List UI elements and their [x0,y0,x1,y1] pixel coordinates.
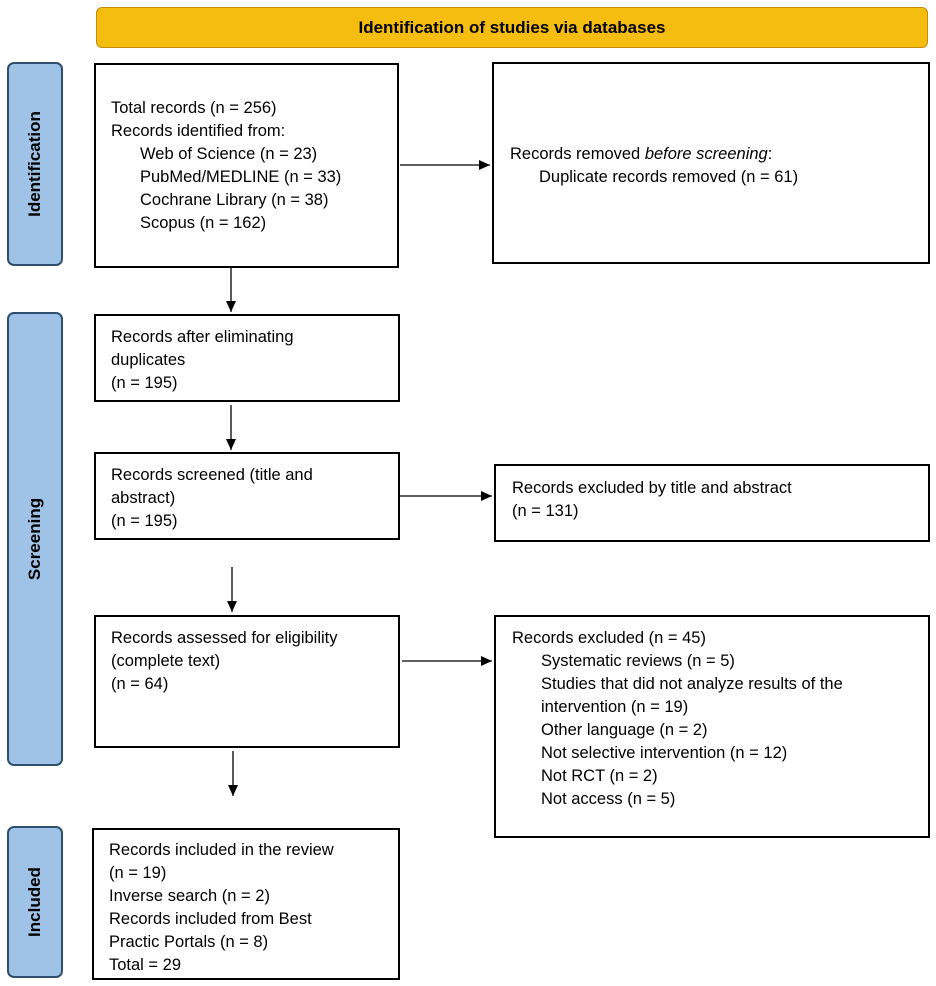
exclusion-reason: Studies that did not analyze results of … [541,675,843,716]
removed-title-text: Records removed before screening: [510,143,928,166]
phase-included: Included [7,826,63,978]
included-total: Total = 29 [109,956,182,974]
after-duplicates-line: Records after eliminating [111,328,294,346]
source-item: Web of Science (n = 23) [140,145,318,163]
exclusion-reason: Systematic reviews (n = 5) [541,652,735,670]
eligibility-count: (n = 64) [111,675,169,693]
phase-identification: Identification [7,62,63,266]
after-duplicates-box: Records after eliminating duplicates (n … [94,314,400,402]
duplicates-removed-text: Duplicate records removed (n = 61) [539,168,799,186]
flow-header: Identification of studies via databases [96,7,928,48]
eligibility-line: Records assessed for eligibility [111,629,338,647]
exclusion-reason: Other language (n = 2) [541,721,708,739]
included-line: Records included in the review [109,841,334,859]
phase-screening: Screening [7,312,63,766]
screened-line: abstract) [111,489,176,507]
screened-box: Records screened (title and abstract) (n… [94,452,400,540]
removed-title-prefix: Records removed [510,145,645,163]
excluded-title-line: Records excluded by title and abstract [512,479,792,497]
screened-count: (n = 195) [111,512,178,530]
included-line: (n = 19) [109,864,167,882]
identification-box: Total records (n = 256) Records identifi… [94,63,399,268]
removed-title-italic: before screening [644,145,768,163]
eligibility-box: Records assessed for eligibility (comple… [94,615,400,748]
excluded-title-abstract-box: Records excluded by title and abstract (… [494,464,930,542]
included-line: Practic Portals (n = 8) [109,933,269,951]
source-item: PubMed/MEDLINE (n = 33) [140,168,342,186]
source-item: Cochrane Library (n = 38) [140,191,329,209]
exclusion-reason: Not RCT (n = 2) [541,767,658,785]
exclusion-reason: Not selective intervention (n = 12) [541,744,788,762]
exclusion-reason: Not access (n = 5) [541,790,676,808]
after-duplicates-count: (n = 195) [111,374,178,392]
included-line: Records included from Best [109,910,312,928]
included-line: Inverse search (n = 2) [109,887,270,905]
excluded-title-count: (n = 131) [512,502,579,520]
excluded-full-text-box: Records excluded (n = 45) Systematic rev… [494,615,930,838]
included-box: Records included in the review (n = 19) … [92,828,400,980]
flow-header-title: Identification of studies via databases [358,17,666,37]
source-item: Scopus (n = 162) [140,214,267,232]
eligibility-line: (complete text) [111,652,221,670]
removed-before-screening-box: Records removed before screening: Duplic… [492,62,930,264]
records-identified-from-text: Records identified from: [111,122,286,140]
screened-line: Records screened (title and [111,466,313,484]
removed-title-suffix: : [767,145,773,163]
total-records-text: Total records (n = 256) [111,99,277,117]
excluded-title: Records excluded (n = 45) [512,629,706,647]
after-duplicates-line: duplicates [111,351,186,369]
